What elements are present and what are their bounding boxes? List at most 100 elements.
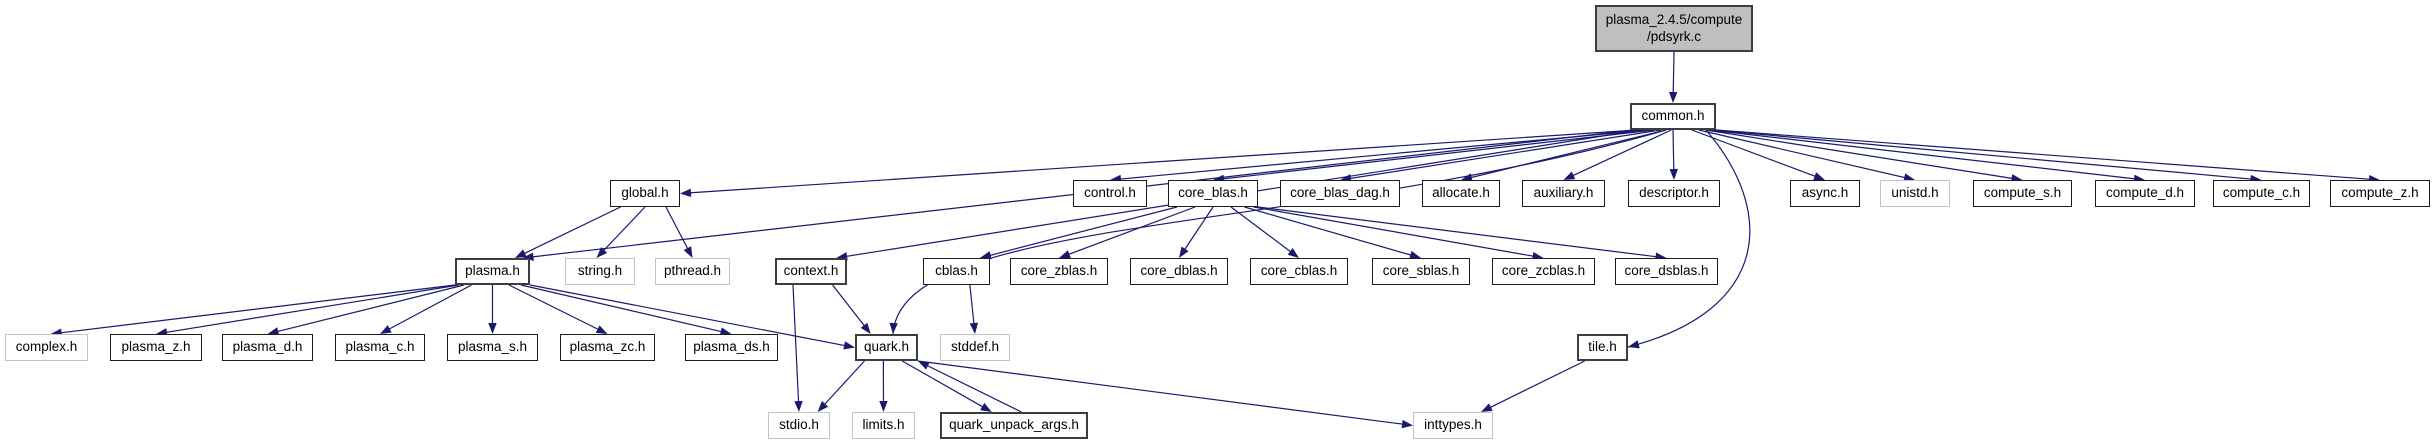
arrowhead-root-common [1669,91,1678,103]
arrowhead-context-stdio [794,400,803,412]
edge-common-core_blas [1221,129,1655,180]
edge-core_blas-core_dblas [1183,206,1214,251]
node-stdio: stdio.h [768,412,830,439]
arrowhead-quark-inttypes [1401,419,1413,429]
edge-plasma-complex [59,284,456,334]
arrowhead-global-pthread [683,246,693,258]
node-context[interactable]: context.h [775,258,847,285]
arrowhead-quark-stdio [817,401,829,412]
node-quark_unpack_args[interactable]: quark_unpack_args.h [940,412,1088,439]
node-compute_d[interactable]: compute_d.h [2095,180,2195,207]
node-common[interactable]: common.h [1630,103,1716,130]
edge-common-compute_z [1715,129,2372,180]
arrowhead-common-unistd [1903,173,1915,182]
arrowhead-common-tile [1628,340,1640,349]
arrowhead-common-global [680,188,692,197]
arrowhead-core_blas-cblas [979,251,992,260]
arrowhead-core_blas-core_dblas [1179,246,1189,258]
node-compute_c[interactable]: compute_c.h [2213,180,2310,207]
node-complex: complex.h [5,334,88,361]
arrowhead-quark-quark_unpack_args [980,402,992,412]
edge-common-compute_s [1705,129,2014,180]
node-allocate[interactable]: allocate.h [1422,180,1500,207]
edge-core_blas-core_zcblas [1253,206,1535,258]
node-async[interactable]: async.h [1790,180,1860,207]
node-auxiliary[interactable]: auxiliary.h [1522,180,1605,207]
arrowhead-plasma-plasma_c [380,325,392,334]
edge-cblas-stddef [969,284,975,326]
node-string: string.h [565,258,635,285]
node-global[interactable]: global.h [610,180,680,207]
node-plasma_s[interactable]: plasma_s.h [447,334,538,361]
arrowhead-context-quark [860,322,871,334]
node-compute_s[interactable]: compute_s.h [1973,180,2072,207]
node-quark[interactable]: quark.h [855,334,918,361]
node-core_zcblas[interactable]: core_zcblas.h [1492,258,1595,285]
edge-common-quark [892,129,1667,335]
edge-core_blas-core_sblas [1244,206,1413,257]
edge-quark-stdio [823,360,865,406]
edge-plasma-plasma_c [387,284,472,331]
node-core_blas_dag[interactable]: core_blas_dag.h [1280,180,1400,207]
edge-global-pthread [665,206,689,251]
edge-common-descriptor [1672,129,1675,172]
node-descriptor[interactable]: descriptor.h [1628,180,1720,207]
arrowhead-common-async [1813,172,1825,181]
edge-common-core_blas_dag [1348,129,1662,180]
edge-context-quark [832,284,866,328]
node-plasma_z[interactable]: plasma_z.h [110,334,202,361]
node-core_cblas[interactable]: core_cblas.h [1250,258,1348,285]
node-core_blas[interactable]: core_blas.h [1168,180,1258,207]
node-core_sblas[interactable]: core_sblas.h [1372,258,1470,285]
edge-common-compute_d [1709,129,2137,180]
edge-plasma-quark [529,284,847,347]
node-plasma_ds[interactable]: plasma_ds.h [685,334,778,361]
edge-global-string [602,206,646,252]
node-plasma_d[interactable]: plasma_d.h [222,334,313,361]
edge-plasma-plasma_z [164,284,459,334]
edge-common-unistd [1698,129,1907,179]
arrowhead-common-quark [889,322,898,334]
node-stddef: stddef.h [940,334,1010,361]
arrowhead-common-descriptor [1669,168,1678,180]
arrowhead-plasma-plasma_zc [595,325,608,334]
node-core_dblas[interactable]: core_dblas.h [1130,258,1228,285]
arrowhead-global-plasma [515,249,527,258]
edge-common-compute_c [1712,129,2253,180]
arrowhead-global-string [596,247,608,258]
arrowhead-core_blas-core_cblas [1287,248,1299,258]
arrowhead-plasma-quark [843,341,855,350]
edge-plasma-plasma_d [276,284,465,333]
edge-common-global [688,129,1637,194]
edge-tile-inttypes [1488,360,1585,409]
edge-quark_unpack_args-quark [925,364,1022,413]
edge-core_blas-core_dsblas [1257,206,1658,258]
edge-core_blas-core_cblas [1230,206,1293,254]
arrowhead-plasma-plasma_d [267,327,280,336]
node-plasma[interactable]: plasma.h [455,258,530,285]
edge-plasma-plasma_zc [508,284,600,331]
edge-core_blas-core_zblas [1067,206,1196,256]
node-core_zblas[interactable]: core_zblas.h [1010,258,1108,285]
node-inttypes: inttypes.h [1413,412,1493,439]
node-tile[interactable]: tile.h [1577,334,1628,361]
node-control[interactable]: control.h [1073,180,1147,207]
node-core_dsblas[interactable]: core_dsblas.h [1615,258,1718,285]
arrowhead-plasma-plasma_s [488,323,497,334]
edge-plasma-plasma_ds [520,284,723,333]
edge-common-auxiliary [1571,129,1672,177]
node-root: plasma_2.4.5/compute /pdsyrk.c [1595,5,1753,52]
edge-common-control [1118,129,1648,180]
node-cblas[interactable]: cblas.h [923,258,990,285]
edge-quark-inttypes [917,360,1405,425]
edge-context-stdio [792,284,800,404]
edge-common-tile [1627,129,1751,348]
arrowhead-common-auxiliary [1563,171,1576,180]
arrowhead-core_blas-core_sblas [1409,250,1421,259]
node-compute_z[interactable]: compute_z.h [2330,180,2430,207]
node-plasma_c[interactable]: plasma_c.h [335,334,425,361]
node-plasma_zc[interactable]: plasma_zc.h [560,334,655,361]
edge-core_blas-cblas [988,206,1178,257]
